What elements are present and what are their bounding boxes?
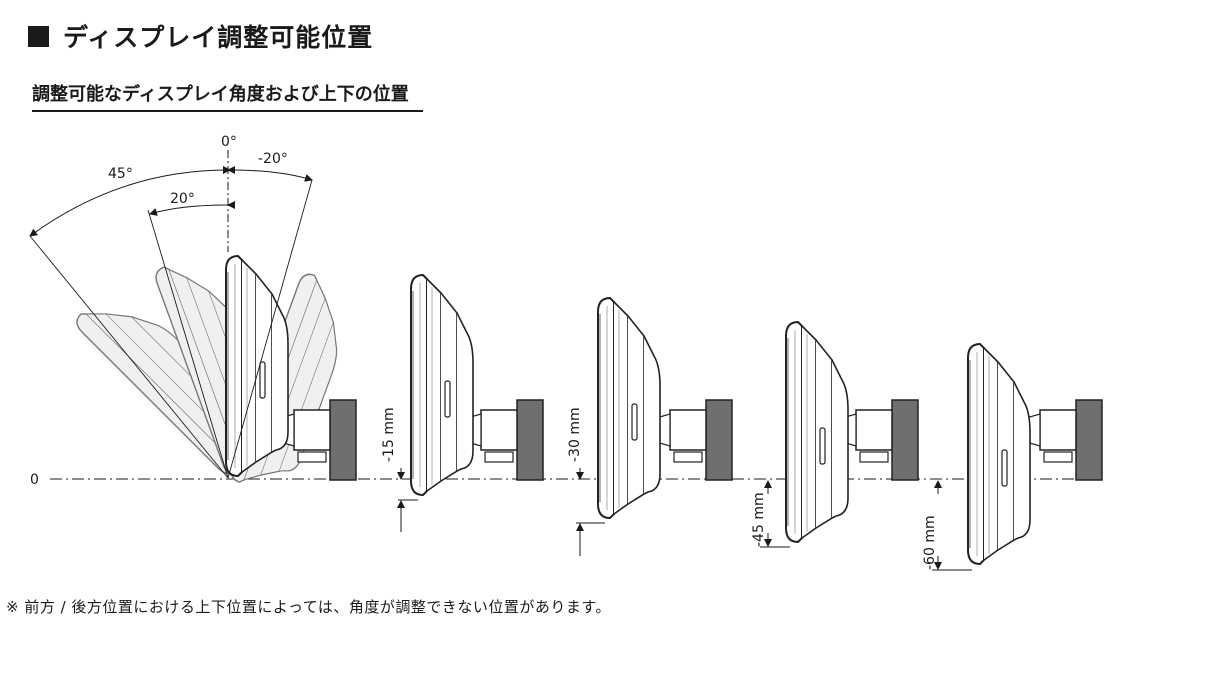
title-text: ディスプレイ調整可能位置 bbox=[63, 23, 374, 52]
offset-label-minus45: -45 mm bbox=[751, 492, 767, 547]
monitor-minus45 bbox=[785, 321, 849, 543]
baseline-zero-label: 0 bbox=[30, 472, 39, 488]
position-minus60: -60 mm bbox=[922, 343, 1103, 571]
angle-label-0: 0° bbox=[221, 134, 237, 150]
guide-20 bbox=[147, 209, 229, 479]
offset-label-minus30: -30 mm bbox=[567, 407, 583, 462]
monitor-minus60 bbox=[967, 343, 1031, 565]
offset-label-minus60: -60 mm bbox=[922, 515, 938, 570]
angle-label-20: 20° bbox=[170, 191, 195, 207]
position-minus45: -45 mm bbox=[751, 321, 919, 548]
position-minus15: -15 mm bbox=[381, 274, 544, 532]
page-title: ディスプレイ調整可能位置 bbox=[28, 18, 373, 54]
guide-minus20 bbox=[227, 179, 313, 479]
position-minus30: -30 mm bbox=[567, 297, 733, 556]
monitor-0deg bbox=[225, 255, 289, 477]
tilt-monitor-group bbox=[71, 249, 363, 500]
section-subtitle: 調整可能なディスプレイ角度および上下の位置 bbox=[32, 80, 423, 112]
footnote: ※ 前方 / 後方位置における上下位置によっては、角度が調整できない位置がありま… bbox=[6, 598, 611, 616]
guide-45 bbox=[29, 235, 229, 479]
monitor-minus30 bbox=[597, 297, 661, 519]
angle-label-45: 45° bbox=[108, 166, 133, 182]
arc-45 bbox=[29, 165, 236, 237]
angle-label-minus20: -20° bbox=[258, 151, 288, 167]
offset-label-minus15: -15 mm bbox=[381, 407, 397, 462]
title-square-icon bbox=[28, 25, 49, 47]
arc-20 bbox=[149, 200, 236, 216]
monitor-minus15 bbox=[410, 274, 474, 496]
arc-minus20 bbox=[222, 165, 313, 182]
